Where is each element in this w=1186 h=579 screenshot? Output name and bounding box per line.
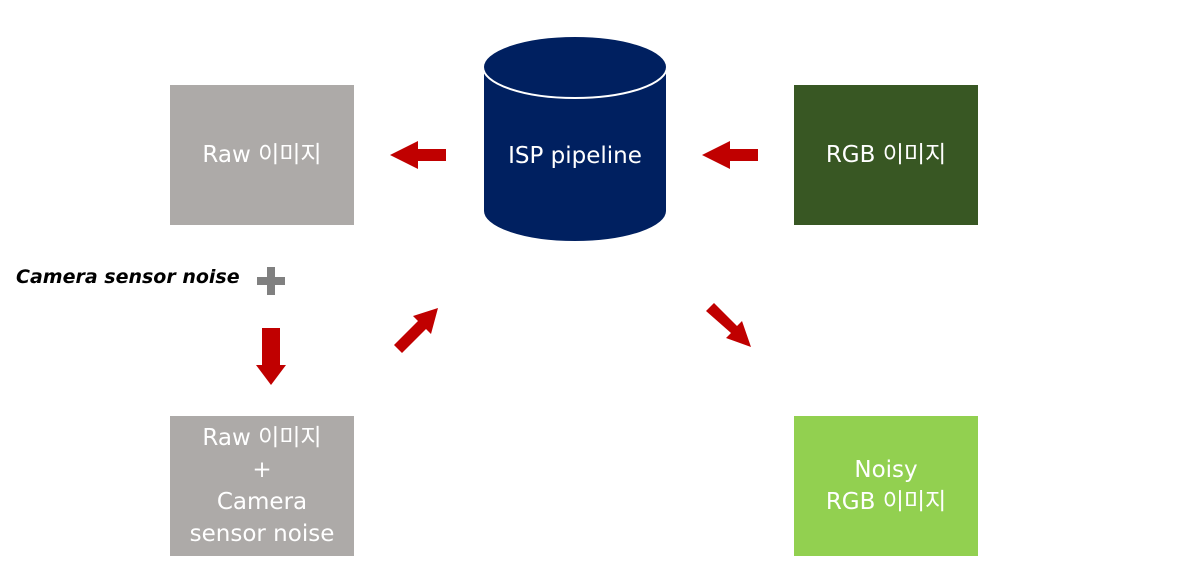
rgb-image-box: RGB 이미지 [794, 85, 978, 225]
arrow-noise-to-isp [394, 308, 438, 353]
raw-image-label: Raw 이미지 [202, 142, 322, 168]
camera-sensor-noise-label: Camera sensor noise [16, 266, 240, 288]
rgb-image-label: RGB 이미지 [825, 142, 947, 168]
isp-pipeline-cylinder [482, 35, 668, 243]
plus-icon [257, 267, 285, 295]
noisy-rgb-label: Noisy RGB 이미지 [825, 457, 947, 515]
raw-image-box: Raw 이미지 [170, 85, 354, 225]
raw-plus-noise-label: Raw 이미지 + Camera sensor noise [189, 425, 335, 547]
raw-plus-noise-box: Raw 이미지 + Camera sensor noise [170, 416, 354, 556]
arrow-raw-to-noise-down [256, 328, 286, 385]
arrow-rgb-to-isp [702, 141, 758, 169]
arrow-isp-to-raw [390, 141, 446, 169]
arrow-isp-to-noisy-rgb [706, 303, 751, 347]
isp-pipeline-label: ISP pipeline [508, 143, 642, 169]
noisy-rgb-box: Noisy RGB 이미지 [794, 416, 978, 556]
